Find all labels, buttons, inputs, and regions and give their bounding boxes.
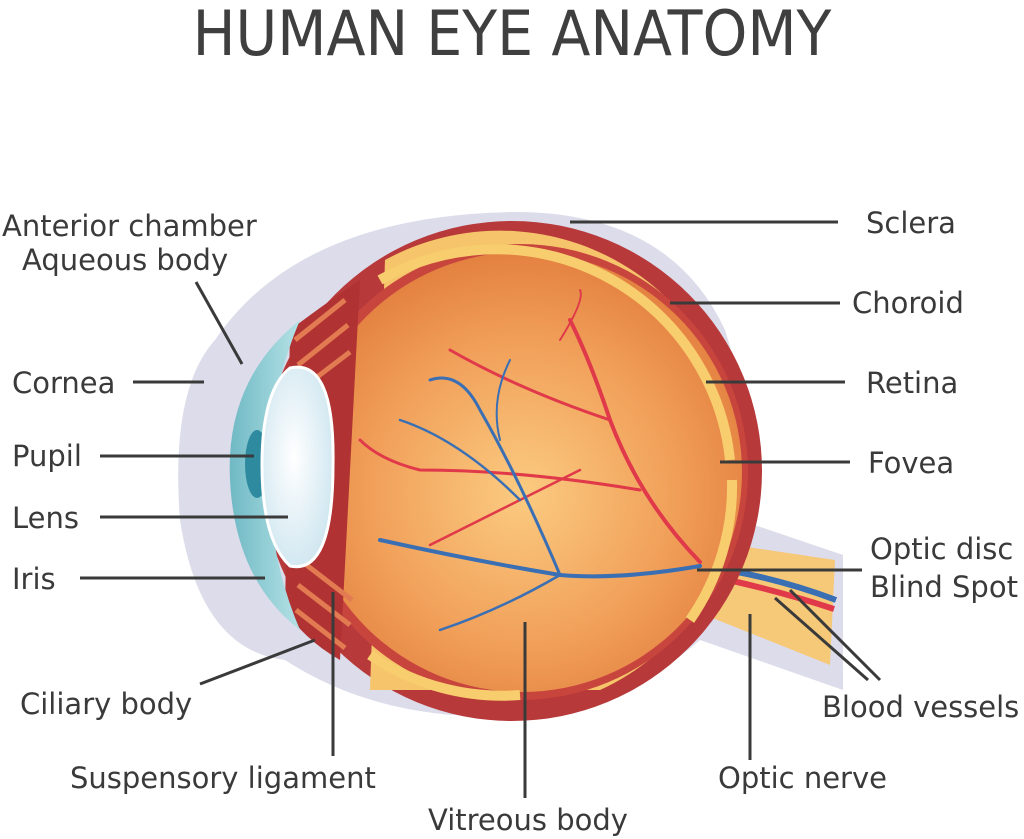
leader-anterior-chamber xyxy=(194,281,244,365)
label-ciliary-body: Ciliary body xyxy=(20,687,192,721)
leader-lines xyxy=(80,220,882,798)
retina xyxy=(377,244,735,461)
label-choroid: Choroid xyxy=(852,286,964,320)
label-retina: Retina xyxy=(866,366,958,400)
label-aqueous-body: Aqueous body xyxy=(22,243,228,277)
lens xyxy=(260,365,335,569)
label-pupil: Pupil xyxy=(12,439,82,473)
label-iris: Iris xyxy=(12,562,56,596)
label-optic-disc: Optic disc xyxy=(870,532,1013,566)
label-optic-nerve: Optic nerve xyxy=(718,761,887,795)
label-vitreous-body: Vitreous body xyxy=(428,803,628,837)
label-fovea: Fovea xyxy=(868,446,954,480)
label-blood-vessels: Blood vessels xyxy=(822,690,1019,724)
leader-blood-vessels-a xyxy=(788,588,882,682)
blood-vessels xyxy=(358,289,702,632)
label-suspensory-ligament: Suspensory ligament xyxy=(70,761,376,795)
label-anterior-chamber: Anterior chamber xyxy=(2,209,257,243)
label-lens: Lens xyxy=(12,501,79,535)
label-sclera: Sclera xyxy=(866,206,956,240)
leader-ciliary-body xyxy=(199,638,316,686)
label-blind-spot: Blind Spot xyxy=(870,570,1018,604)
label-cornea: Cornea xyxy=(12,366,115,400)
diagram-title: HUMAN EYE ANATOMY xyxy=(192,0,832,70)
leader-blood-vessels-b xyxy=(774,596,869,682)
